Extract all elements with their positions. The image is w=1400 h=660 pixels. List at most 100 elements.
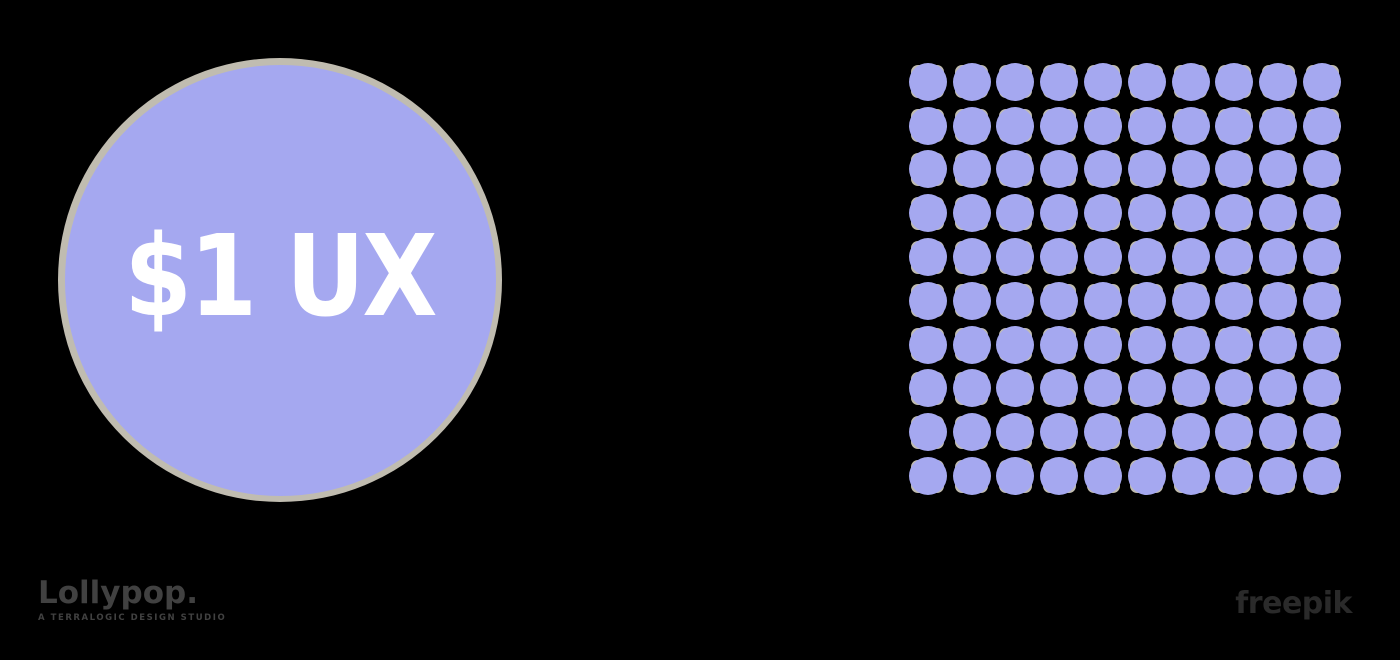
return-dot-cell [1256, 148, 1300, 192]
dollar-dot [1171, 413, 1210, 452]
return-dot-cell [1125, 410, 1169, 454]
return-dot-cell [1125, 367, 1169, 411]
return-dot-cell [950, 191, 994, 235]
return-dot-cell [1300, 279, 1344, 323]
return-dot-cell [1125, 279, 1169, 323]
return-dot-cell [1081, 323, 1125, 367]
return-dot-cell [1081, 410, 1125, 454]
dollar-dot [1084, 281, 1123, 320]
dollar-dot [1127, 106, 1166, 145]
dollar-dot [952, 457, 991, 496]
dollar-dot [996, 194, 1035, 233]
dollar-dot [1084, 150, 1123, 189]
return-dot-cell [906, 410, 950, 454]
return-dot-cell [994, 323, 1038, 367]
brand-wordmark: Lollypop. [38, 575, 198, 611]
dollar-dot [1127, 281, 1166, 320]
return-dot-cell [950, 148, 994, 192]
dollar-dot [1171, 194, 1210, 233]
dollar-dot [996, 281, 1035, 320]
return-dot-cell [1125, 148, 1169, 192]
dollar-dot [1127, 325, 1166, 364]
dollar-dot [996, 62, 1035, 101]
dollar-dot [952, 413, 991, 452]
return-dot-cell [950, 367, 994, 411]
dollar-dot [1171, 325, 1210, 364]
dollar-dot [1171, 106, 1210, 145]
return-dot-cell [1169, 60, 1213, 104]
dollar-dot [1040, 238, 1079, 277]
return-dot-cell [1081, 367, 1125, 411]
dollar-dot [952, 194, 991, 233]
dollar-dot [1259, 150, 1298, 189]
return-dot-cell [950, 323, 994, 367]
return-dot-cell [906, 279, 950, 323]
return-dot-cell [1169, 235, 1213, 279]
dollar-dot [1259, 413, 1298, 452]
dollar-dot [1171, 150, 1210, 189]
dollar-dot [1040, 194, 1079, 233]
return-dot-cell [1081, 235, 1125, 279]
return-dot-cell [950, 60, 994, 104]
dollar-dot [908, 62, 947, 101]
return-dot-cell [1300, 235, 1344, 279]
return-dot-cell [1256, 323, 1300, 367]
return-dot-cell [906, 235, 950, 279]
return-dot-cell [1081, 104, 1125, 148]
dollar-dot [1171, 369, 1210, 408]
dollar-dot [1127, 369, 1166, 408]
return-dot-cell [1213, 148, 1257, 192]
return-dot-cell [1169, 191, 1213, 235]
return-dot-cell [906, 60, 950, 104]
return-dot-cell [1300, 410, 1344, 454]
dollar-dot [1084, 457, 1123, 496]
return-dot-cell [994, 454, 1038, 498]
return-dot-cell [1213, 279, 1257, 323]
dollar-dot [1303, 457, 1342, 496]
dollar-dot [996, 369, 1035, 408]
return-dot-cell [1037, 60, 1081, 104]
dollar-dot [908, 194, 947, 233]
dollar-dot [1303, 413, 1342, 452]
dollar-dot [1215, 238, 1254, 277]
return-dot-cell [994, 279, 1038, 323]
return-dot-cell [950, 104, 994, 148]
return-dot-cell [1125, 323, 1169, 367]
return-dot-cell [1037, 104, 1081, 148]
return-dot-cell [1213, 454, 1257, 498]
dollar-dot [1040, 281, 1079, 320]
dollar-dot [908, 457, 947, 496]
return-dot-cell [1300, 191, 1344, 235]
return-dot-cell [1300, 104, 1344, 148]
return-dot-cell [1300, 60, 1344, 104]
return-dot-cell [1213, 323, 1257, 367]
return-dot-cell [950, 410, 994, 454]
dollar-dot [996, 325, 1035, 364]
return-dot-cell [906, 104, 950, 148]
dollar-dot [952, 369, 991, 408]
return-dot-cell [1256, 60, 1300, 104]
return-dot-cell [1256, 410, 1300, 454]
dollar-dot [1259, 369, 1298, 408]
return-dot-cell [1256, 454, 1300, 498]
return-dot-cell [1169, 148, 1213, 192]
dollar-dot [1127, 457, 1166, 496]
dollar-dot [1127, 238, 1166, 277]
brand-tagline: A Terralogic Design Studio [38, 612, 227, 623]
return-dot-cell [1037, 148, 1081, 192]
dollar-dot [908, 150, 947, 189]
return-dot-cell [1125, 454, 1169, 498]
dollar-dot [908, 106, 947, 145]
dollar-dot [996, 150, 1035, 189]
return-dot-cell [1256, 235, 1300, 279]
dollar-dot [1084, 369, 1123, 408]
return-dot-cell [994, 235, 1038, 279]
return-dot-cell [950, 279, 994, 323]
attribution-wordmark: freepik [1235, 586, 1352, 621]
return-dot-cell [906, 367, 950, 411]
dollar-dot [1303, 194, 1342, 233]
return-dot-cell [1213, 367, 1257, 411]
dollar-dot [908, 281, 947, 320]
dollar-dot [1040, 413, 1079, 452]
return-dot-cell [1169, 410, 1213, 454]
